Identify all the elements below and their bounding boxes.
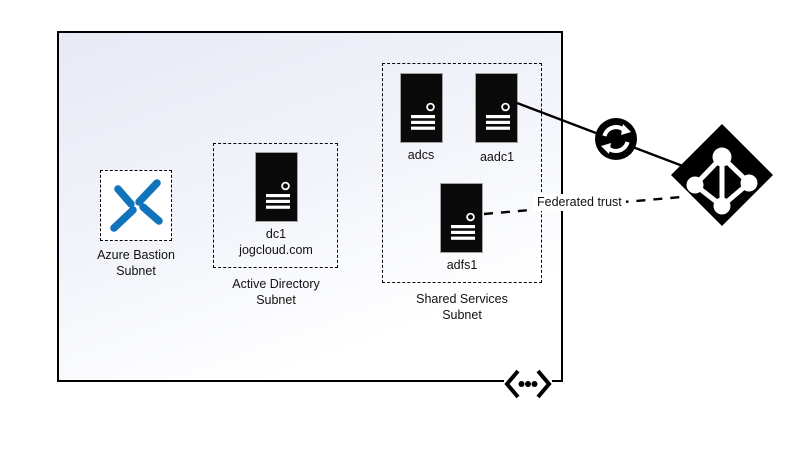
azure-bastion-icon (110, 179, 163, 232)
server-icon-dc1 (255, 152, 298, 222)
bastion-subnet-label: Azure Bastion Subnet (66, 248, 206, 279)
server-icon-adfs1 (440, 183, 483, 253)
ad-subnet-label: Active Directory Subnet (206, 277, 346, 308)
shared-subnet-box (382, 63, 542, 283)
bastion-subnet-box (100, 170, 172, 241)
azure-ad-icon (671, 124, 773, 226)
shared-subnet-label-line1: Shared Services (416, 292, 508, 306)
server-name-adfs1: adfs1 (446, 258, 478, 272)
shared-subnet-label: Shared Services Subnet (392, 292, 532, 323)
server-name-adcs: adcs (407, 148, 435, 162)
server-icon-adcs (400, 73, 443, 143)
shared-subnet-label-line2: Subnet (442, 307, 482, 322)
virtual-network-icon-wrap (504, 368, 552, 400)
ad-subnet-label-line2: Subnet (256, 292, 296, 307)
server-name-aadc1: aadc1 (479, 150, 515, 164)
server-domain-dc1: jogcloud.com (239, 242, 313, 257)
ad-subnet-box (213, 143, 338, 268)
server-name-dc1: dc1 (265, 227, 287, 241)
sync-icon (595, 118, 637, 160)
server-label-aadc1: aadc1 (457, 150, 537, 166)
server-label-dc1: dc1 jogcloud.com (216, 227, 336, 258)
federated-trust-label: Federated trust (533, 194, 626, 211)
server-label-adfs1: adfs1 (422, 258, 502, 274)
bastion-subnet-label-line2: Subnet (116, 263, 156, 278)
server-icon-aadc1 (475, 73, 518, 143)
virtual-network-icon (504, 369, 552, 399)
ad-subnet-label-line1: Active Directory (232, 277, 320, 291)
server-label-adcs: adcs (381, 148, 461, 164)
bastion-subnet-label-line1: Azure Bastion (97, 248, 175, 262)
